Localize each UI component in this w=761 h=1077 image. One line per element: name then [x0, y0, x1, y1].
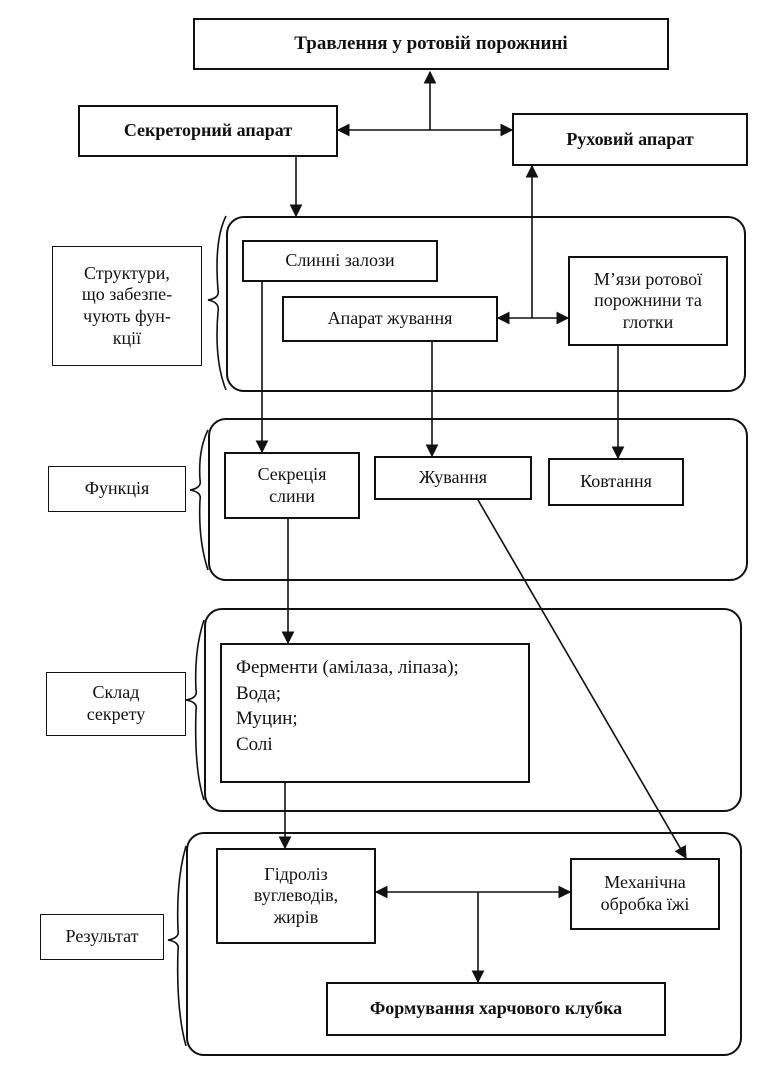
- function-group: [208, 418, 748, 581]
- arrow-chewing-mechanical: [477, 499, 687, 860]
- motor-apparatus-box: Руховий апарат: [512, 113, 748, 166]
- bracket-function: [189, 429, 209, 571]
- chewing-apparatus-box: Апарат жування: [282, 296, 498, 342]
- composition-label: Склад секрету: [46, 672, 186, 736]
- function-label: Функція: [48, 466, 186, 512]
- secretion-composition-box: Ферменти (амілаза, ліпаза); Вода; Муцин;…: [220, 643, 530, 783]
- bracket-result: [167, 845, 187, 1047]
- salivary-glands-box: Слинні залози: [242, 240, 438, 282]
- secretory-apparatus-box: Секреторний апарат: [78, 105, 338, 157]
- hydrolysis-box: Гідроліз вуглеводів, жирів: [216, 848, 376, 944]
- title-box: Травлення у ротовій порожнині: [193, 18, 669, 70]
- composition-item: Вода;: [236, 682, 282, 704]
- chewing-box: Жування: [374, 456, 532, 500]
- structures-label: Структури, що забезпе- чують фун- кції: [52, 246, 202, 366]
- structures-group: [226, 216, 746, 392]
- mechanical-processing-box: Механічна обробка їжі: [570, 858, 720, 930]
- composition-item: Солі: [236, 733, 273, 755]
- composition-item: Муцин;: [236, 708, 298, 730]
- saliva-secretion-box: Секреція слини: [224, 452, 360, 519]
- muscles-box: М’язи ротової порожнини та глотки: [568, 256, 728, 346]
- composition-group: [204, 608, 742, 812]
- bolus-formation-box: Формування харчового клубка: [326, 982, 666, 1036]
- result-group: [186, 832, 742, 1056]
- swallowing-box: Ковтання: [548, 458, 684, 506]
- composition-item: Ферменти (амілаза, ліпаза);: [236, 657, 459, 678]
- bracket-composition: [185, 619, 205, 801]
- result-label: Результат: [40, 914, 164, 960]
- bracket-structures: [207, 215, 227, 391]
